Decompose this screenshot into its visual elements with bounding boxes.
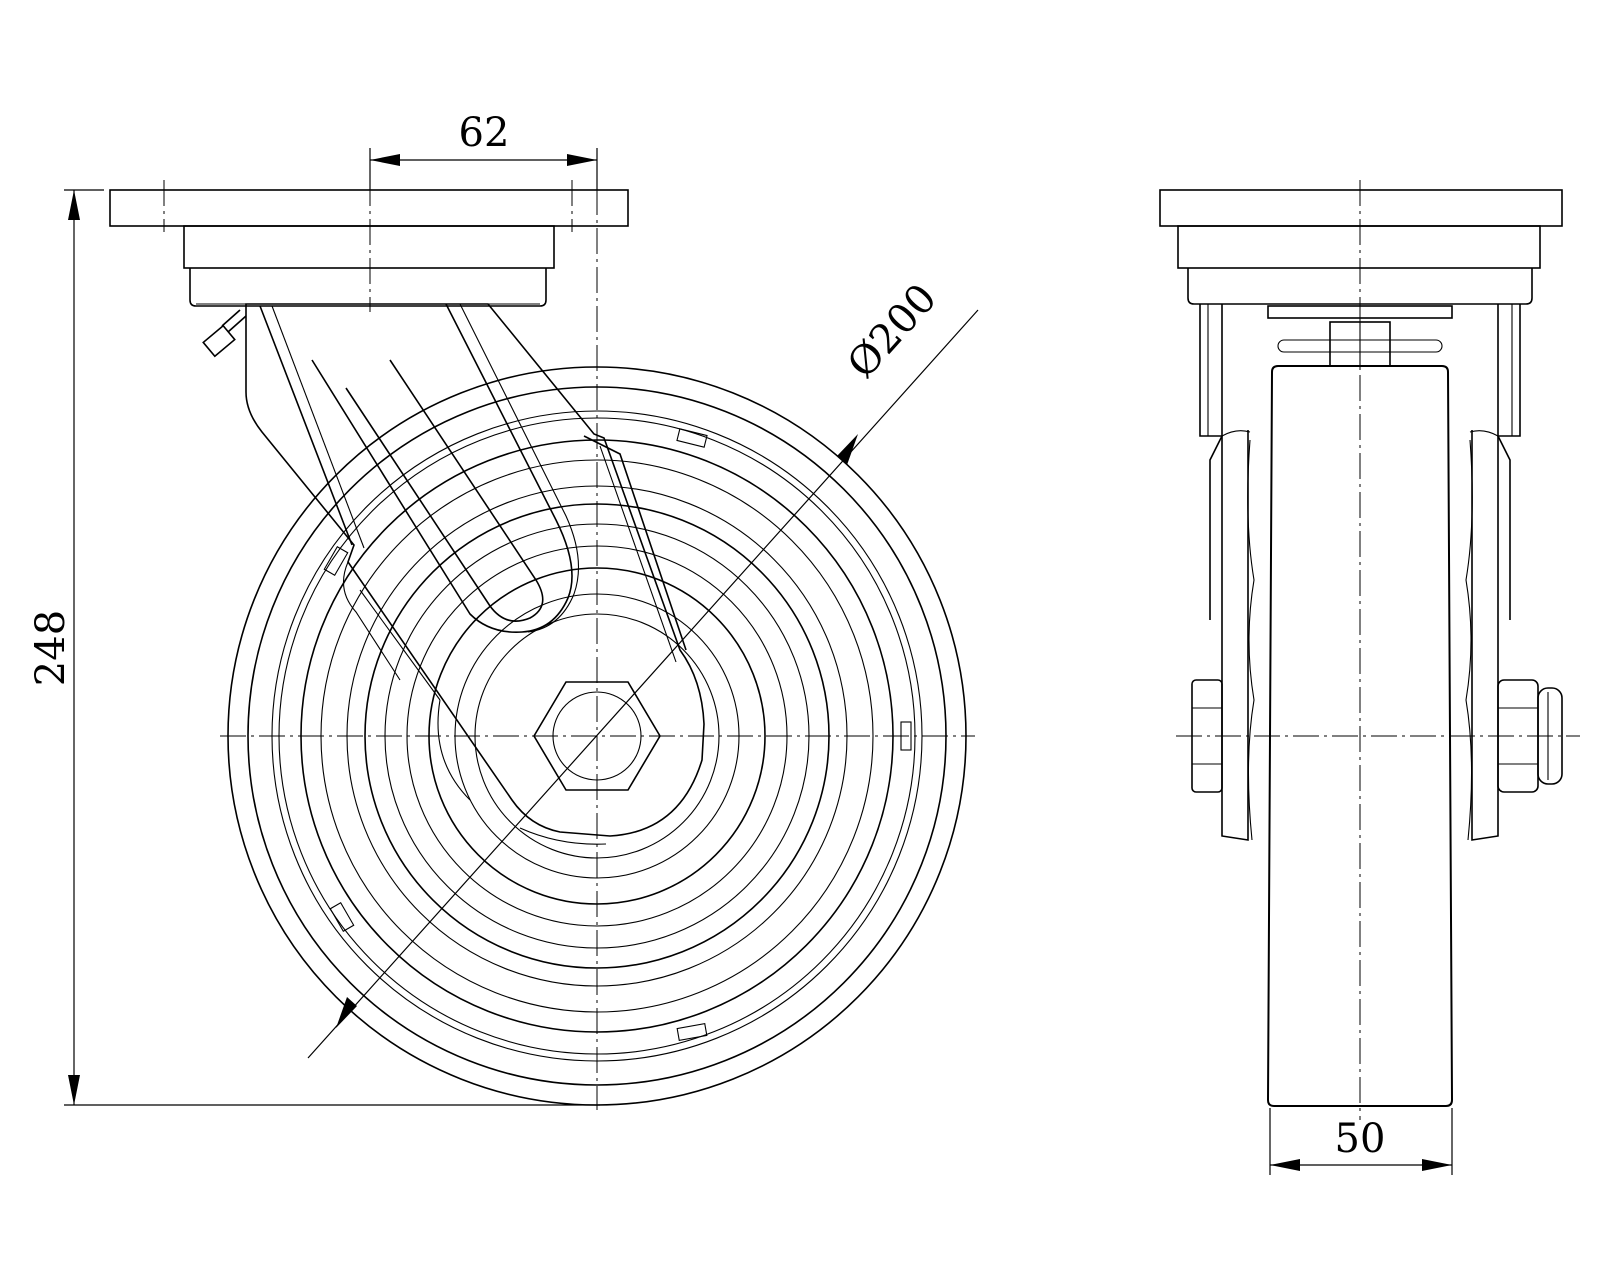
dimension-height: 248 xyxy=(28,189,600,1106)
side-view xyxy=(109,150,975,1110)
grease-nipple xyxy=(202,309,247,358)
height-dimension-label: 248 xyxy=(28,610,74,686)
dimension-diameter: Ø200 xyxy=(307,275,979,1059)
top-plate-front xyxy=(1159,189,1563,305)
diameter-dimension-label: Ø200 xyxy=(839,275,946,387)
top-plate-side xyxy=(109,189,629,307)
wheel-front xyxy=(1266,365,1454,1107)
dimension-width: 50 xyxy=(1269,1108,1453,1175)
dimension-offset: 62 xyxy=(369,110,598,190)
fork-side xyxy=(245,303,705,845)
front-view xyxy=(1159,180,1580,1120)
width-dimension-label: 50 xyxy=(1335,1116,1386,1162)
offset-dimension-label: 62 xyxy=(459,110,510,156)
fork-legs-front xyxy=(1199,304,1521,841)
